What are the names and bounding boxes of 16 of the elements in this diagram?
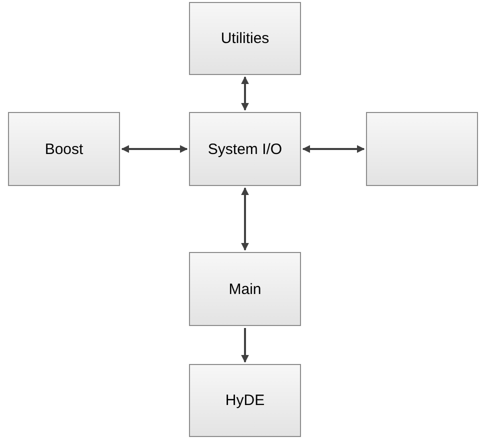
arrow (121, 145, 188, 153)
process-box (189, 364, 301, 437)
box-label: Main (228, 280, 262, 298)
arrow (241, 328, 249, 363)
process-box (189, 112, 301, 186)
process-box (189, 2, 301, 75)
box-label: HyDE (225, 392, 265, 409)
box-label: System I/O (208, 140, 282, 158)
empty-box (366, 112, 478, 186)
arrow (302, 145, 365, 153)
process-box (189, 252, 301, 326)
box-label: Boost (44, 140, 84, 158)
box-label: Utilities (220, 30, 270, 47)
arrow (241, 76, 249, 111)
arrow (241, 187, 249, 251)
process-box (8, 112, 120, 186)
